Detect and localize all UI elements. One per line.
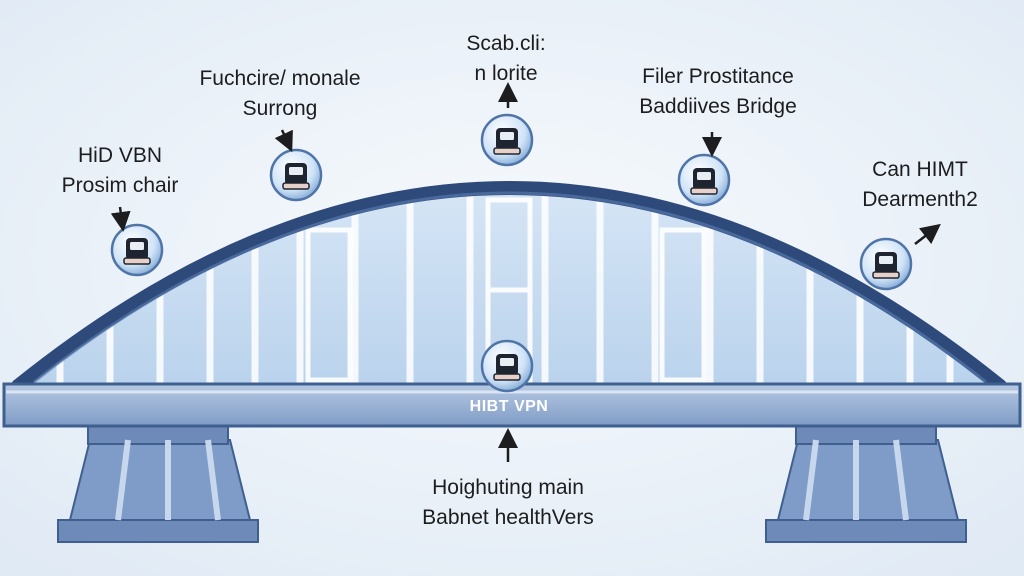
- deck-label: HIBT VPN: [469, 398, 549, 415]
- bridge-deck: [2, 382, 1022, 428]
- vpn-nodes: [110, 113, 913, 393]
- node-2: [269, 148, 323, 202]
- label-hid-vbn: HiD VBN Prosim chair: [61, 144, 179, 197]
- server-icon: [872, 252, 900, 279]
- server-icon: [493, 354, 521, 381]
- label-can-himt: Can HIMT Dearmenth2: [862, 158, 978, 211]
- left-pillar: [57, 421, 259, 543]
- node-6: [480, 339, 534, 393]
- server-icon: [123, 238, 151, 265]
- node-5: [859, 237, 913, 291]
- label-hoighuting: Hoighuting main Babnet healthVers: [422, 476, 594, 529]
- arrow-can-himt: [914, 223, 941, 245]
- server-icon: [690, 168, 718, 195]
- label-filer: Filer Prostitance Baddiives Bridge: [639, 65, 797, 118]
- server-icon: [282, 163, 310, 190]
- node-1: [110, 223, 164, 277]
- label-arrows: [110, 82, 941, 462]
- server-icon: [493, 128, 521, 155]
- label-fuchcire: Fuchcire/ monale Surrong: [199, 67, 361, 120]
- arrow-hid-vbn: [110, 206, 131, 232]
- bridge-arch: [11, 181, 1007, 393]
- label-scab: Scab.cli: n lorite: [466, 32, 546, 85]
- arrow-fuchcire: [274, 129, 293, 153]
- node-3: [480, 113, 534, 167]
- right-pillar: [765, 421, 967, 543]
- node-4: [677, 153, 731, 207]
